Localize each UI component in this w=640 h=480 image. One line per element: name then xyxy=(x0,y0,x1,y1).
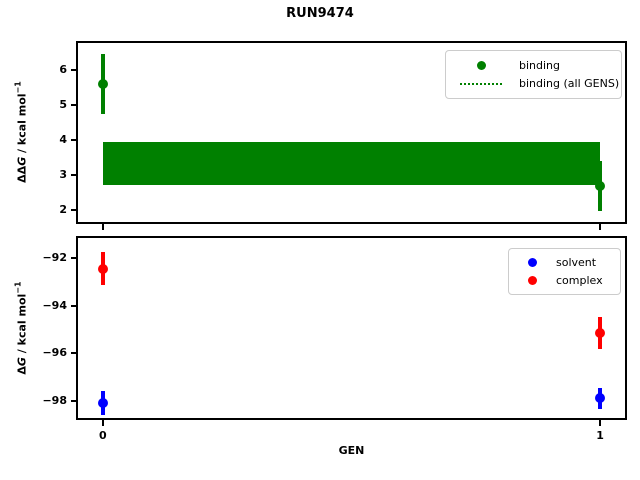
x-tick-mark xyxy=(599,224,602,230)
legend-bottom-subplot: solvent complex xyxy=(508,248,621,295)
y-axis-label-bottom: ΔG / kcal mol−1 xyxy=(14,281,29,374)
y-tick-label: −98 xyxy=(42,393,67,407)
y-tick-mark xyxy=(71,68,77,71)
y-tick-label: −92 xyxy=(42,251,67,264)
legend-top-subplot: binding binding (all GENS) xyxy=(445,50,622,99)
complex-dot-icon xyxy=(527,276,537,285)
legend-label: binding (all GENS) xyxy=(519,77,620,90)
band-binding-all-gens xyxy=(102,142,601,185)
y-tick-label: 3 xyxy=(59,168,67,182)
y-tick-label: −94 xyxy=(42,298,67,312)
data-point-complex xyxy=(595,328,606,338)
x-axis-label: GEN xyxy=(338,444,365,457)
legend-handle xyxy=(518,276,546,285)
y-tick-mark xyxy=(71,174,77,177)
y-tick-label: 4 xyxy=(59,133,67,147)
y-tick-mark xyxy=(71,209,77,212)
legend-label: complex xyxy=(556,274,603,287)
y-tick-mark xyxy=(71,352,77,355)
y-tick-label: −96 xyxy=(42,346,67,360)
data-point-solvent xyxy=(595,393,606,404)
solvent-dot-icon xyxy=(527,258,537,267)
chart-title: RUN9474 xyxy=(286,6,354,21)
legend-entry-solvent: solvent xyxy=(518,256,620,269)
legend-entry-binding-all-gens: binding (all GENS) xyxy=(455,77,621,90)
y-tick-mark xyxy=(71,304,77,307)
ylabel-part: Δ xyxy=(15,366,29,375)
legend-handle xyxy=(455,61,507,70)
x-tick-mark xyxy=(101,224,104,230)
binding-dot-icon xyxy=(476,61,486,70)
data-point-binding xyxy=(97,78,108,89)
data-point-binding xyxy=(595,181,606,192)
x-tick-label: 0 xyxy=(99,429,107,442)
x-tick-mark xyxy=(599,420,602,426)
y-tick-label: 6 xyxy=(59,62,67,76)
dotted-line-icon xyxy=(460,82,502,85)
legend-handle xyxy=(518,258,546,267)
y-tick-mark xyxy=(71,139,77,142)
legend-entry-binding: binding xyxy=(455,59,621,72)
data-point-solvent xyxy=(97,398,108,409)
data-point-complex xyxy=(97,263,108,274)
ylabel-part: −1 xyxy=(13,81,23,94)
y-tick-mark xyxy=(71,257,77,259)
y-tick-label: 5 xyxy=(59,98,67,111)
ylabel-part: G xyxy=(15,156,29,166)
axes-frame xyxy=(76,236,627,420)
legend-label: solvent xyxy=(556,256,597,269)
ylabel-part: −1 xyxy=(13,281,23,294)
x-tick-label: 1 xyxy=(596,429,604,442)
legend-handle xyxy=(455,82,507,85)
axes-frame xyxy=(76,41,627,224)
x-tick-mark xyxy=(101,420,104,426)
y-tick-label: 2 xyxy=(59,203,67,217)
legend-label: binding xyxy=(519,59,561,72)
y-tick-mark xyxy=(71,104,77,106)
y-tick-mark xyxy=(71,399,77,402)
legend-entry-complex: complex xyxy=(518,274,620,287)
